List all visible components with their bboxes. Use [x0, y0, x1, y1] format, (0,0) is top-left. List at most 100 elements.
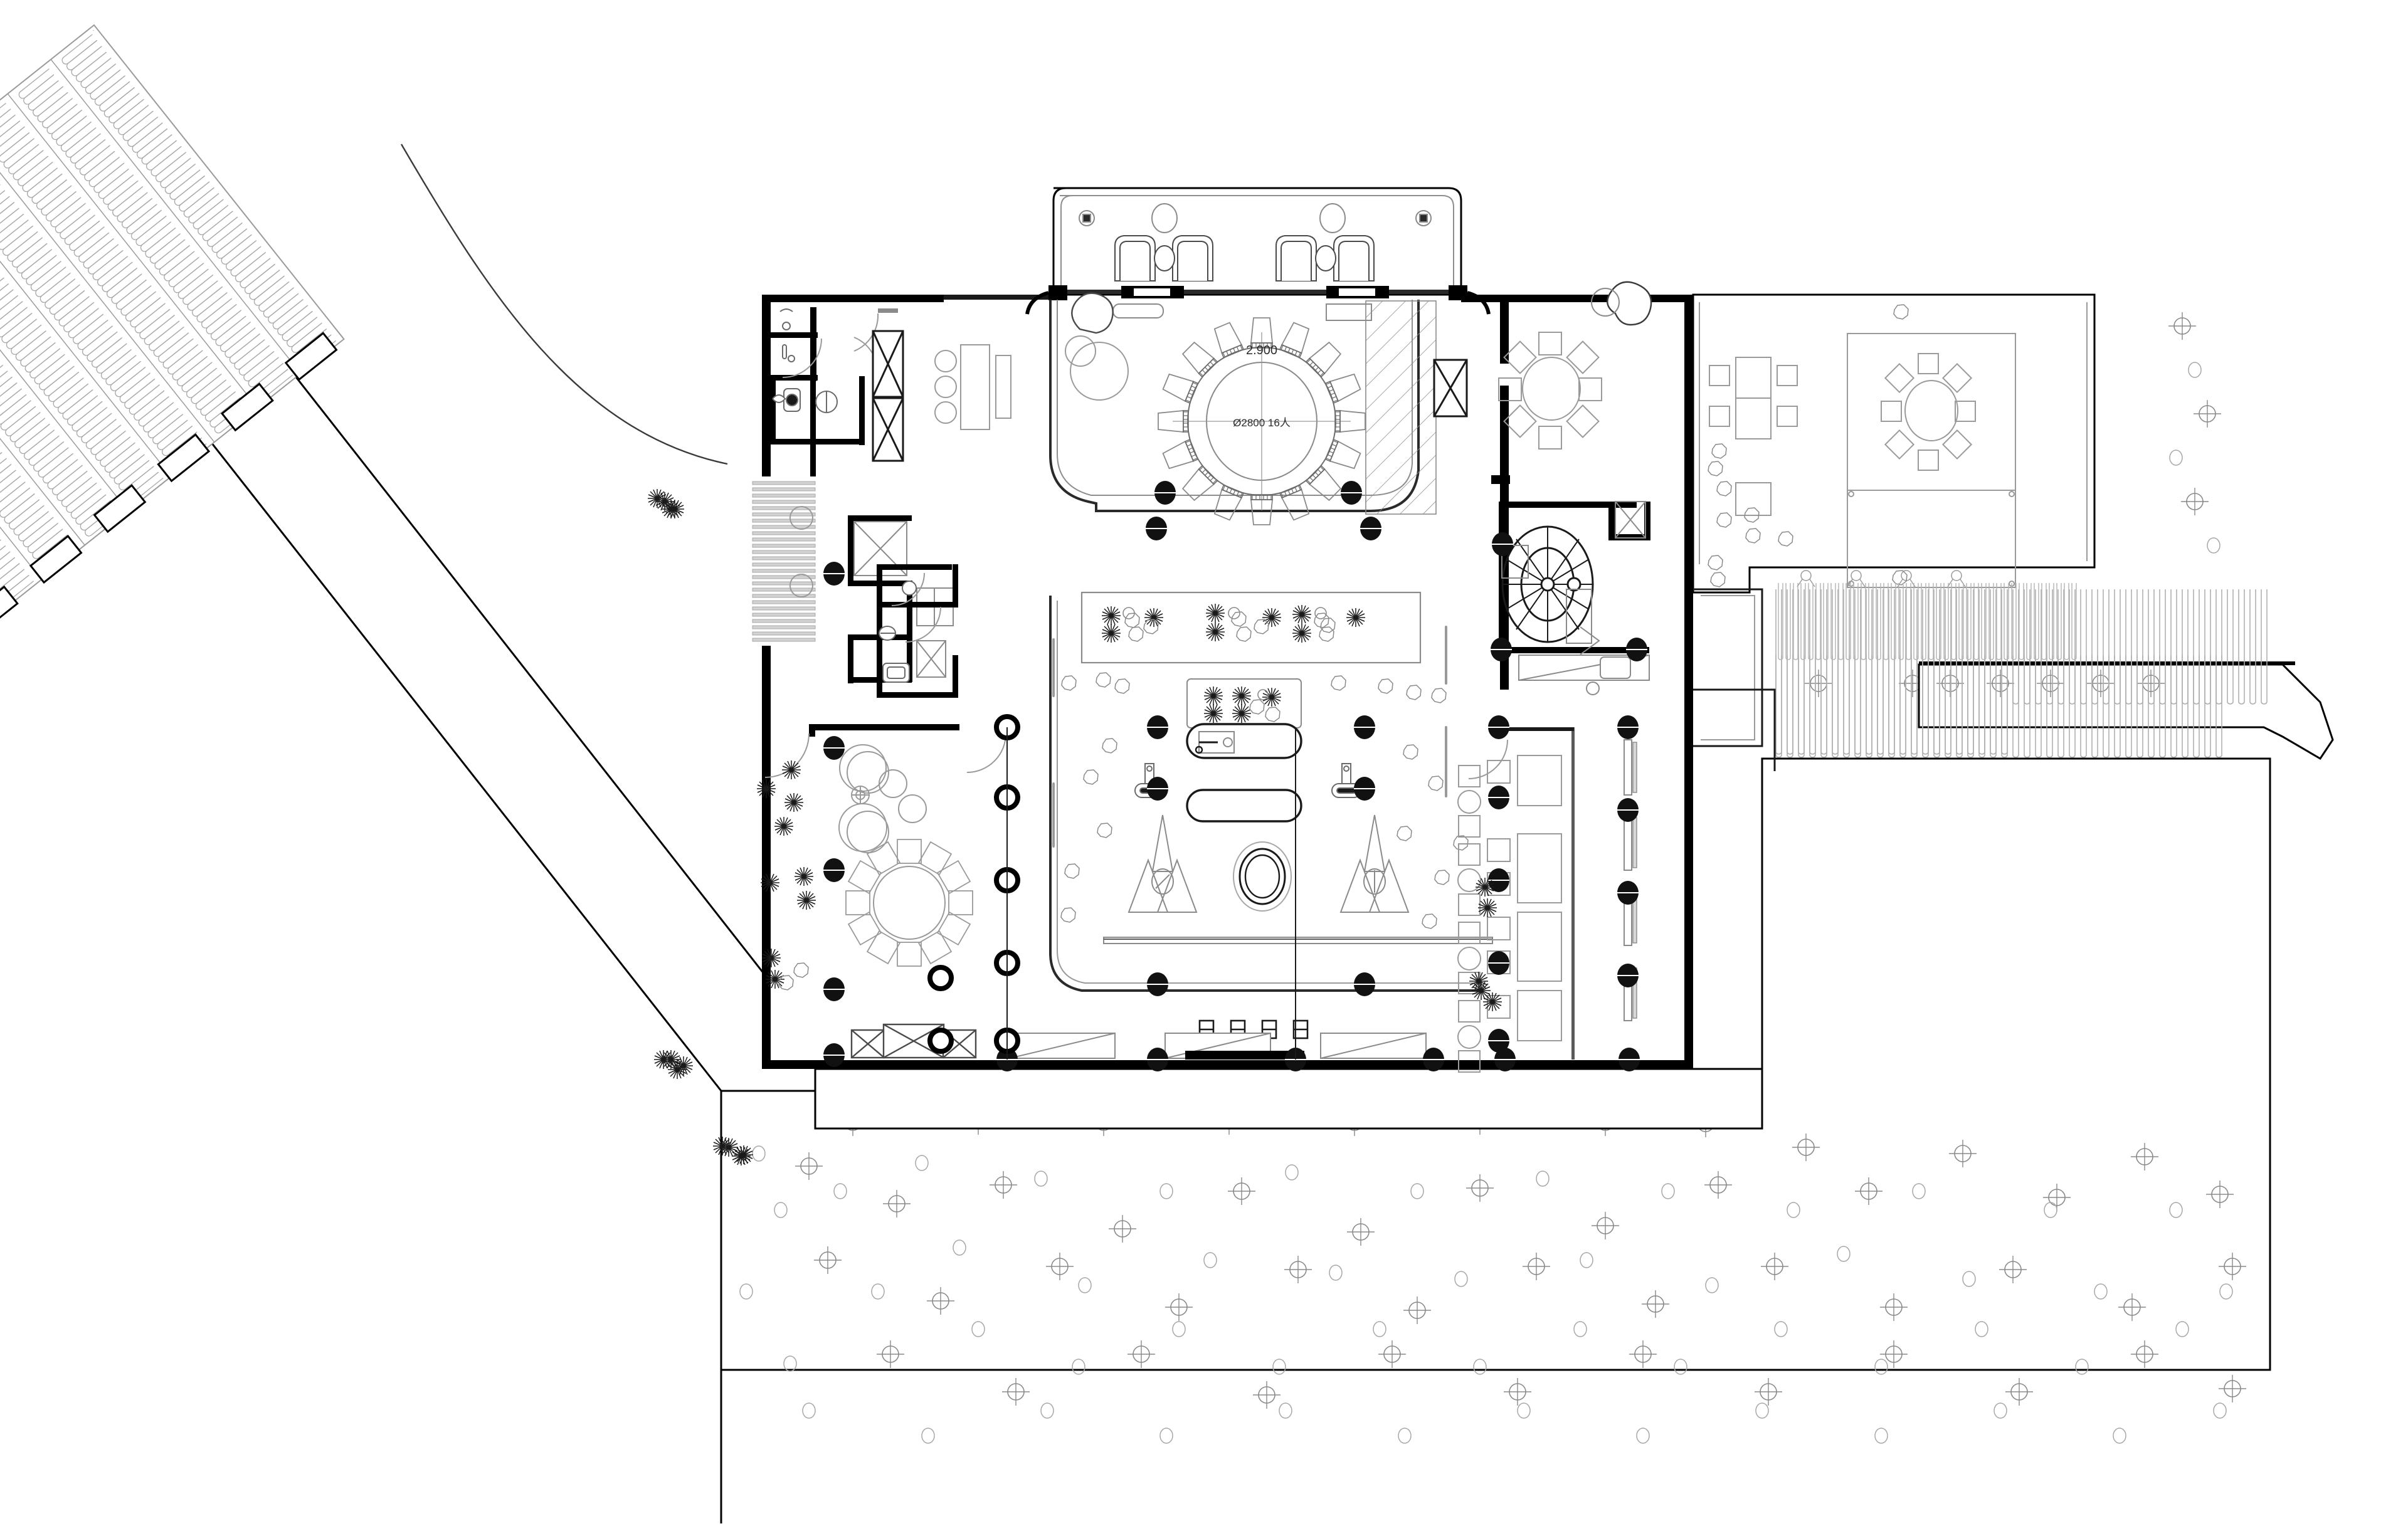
shrub-symbol: [1203, 686, 1223, 706]
louver-slat: [752, 506, 816, 510]
bar-seating-nook: [1065, 292, 1129, 401]
louver-slat: [752, 500, 816, 504]
shrub-symbol: [661, 499, 681, 519]
column-symbol: [1146, 715, 1169, 740]
dining-chair: [1213, 484, 1244, 521]
deck-slat: [2103, 655, 2110, 758]
pebble-symbol: [1072, 1359, 1085, 1375]
north-deck-slat: [1951, 583, 1956, 660]
shrub-symbol: [761, 948, 781, 968]
column-symbol-open: [930, 967, 951, 989]
courtyard-planter-center: [1186, 678, 1302, 729]
pebble-symbol: [1787, 1202, 1800, 1218]
north-deck-slat: [1988, 583, 1994, 660]
pebble-symbol: [1040, 1402, 1054, 1419]
column-symbol: [1617, 963, 1639, 988]
deck-slat: [2238, 589, 2245, 705]
dining-chair: [1279, 322, 1310, 359]
pebble-symbol: [871, 1283, 885, 1300]
deck-slat: [1843, 655, 1850, 758]
deck-slat: [2204, 655, 2211, 758]
column-symbol: [1422, 1047, 1445, 1072]
north-deck-slat: [1966, 583, 1972, 660]
shrub-symbol: [760, 873, 780, 893]
pebble-symbol: [752, 1145, 766, 1162]
shrub-symbol: [1292, 604, 1312, 624]
pebble-symbol: [1203, 1252, 1217, 1268]
pebble-symbol: [783, 1355, 797, 1372]
dining-chair: [1324, 439, 1361, 470]
pebble-symbol: [2213, 1402, 2227, 1419]
east-window: [1624, 739, 1637, 796]
shrub-symbol: [1144, 608, 1164, 628]
pebble-symbol: [1122, 607, 1135, 619]
dining-chair: [1181, 341, 1218, 378]
salon-chair: [897, 942, 922, 967]
salon-chair: [845, 890, 870, 915]
column-symbol: [1146, 776, 1169, 801]
north-deck-slat: [1861, 583, 1866, 660]
north-deck-slat: [1898, 583, 1904, 660]
pebble-symbol: [1329, 1265, 1343, 1281]
pebble-symbol: [774, 1202, 788, 1218]
pebble-symbol: [915, 1155, 929, 1171]
north-deck-slat: [1913, 583, 1919, 660]
downlight-symbol: [1797, 570, 1815, 587]
level-marker-label: 2.900: [1246, 344, 1277, 357]
shrub-symbol: [1475, 877, 1495, 897]
terrace-tuft: [214, 403, 250, 434]
pebble-symbol: [1874, 1359, 1888, 1375]
east-lounge-chair: [1591, 281, 1652, 326]
shrub-symbol: [1262, 608, 1282, 628]
north-deck-slat: [2041, 583, 2047, 660]
deck-slat: [2114, 655, 2121, 758]
louver-slat: [752, 512, 816, 517]
bar-counter: [934, 344, 1011, 430]
central-round-table: [1158, 317, 1366, 525]
pebble-symbol: [2113, 1428, 2126, 1444]
east-link: [1693, 588, 1776, 771]
deck-slat: [1854, 655, 1861, 758]
north-deck-slat: [1846, 583, 1851, 660]
courtyard-glazing: [1052, 626, 1447, 848]
column-symbol-open: [930, 1030, 951, 1051]
shrub-symbol: [1101, 606, 1121, 626]
deck-slat: [2080, 655, 2087, 758]
deck-slat: [1832, 655, 1839, 758]
pebble-symbol: [1517, 1402, 1531, 1419]
pebble-symbol: [1314, 607, 1327, 619]
salon-chair: [847, 911, 882, 946]
shrub-symbol: [796, 890, 816, 910]
north-deck-slat: [1928, 583, 1934, 660]
stone-basin: [1186, 723, 1302, 759]
north-deck-slat: [1943, 583, 1949, 660]
pebble-symbol: [1705, 1277, 1719, 1293]
deck-slat: [2091, 655, 2098, 758]
north-deck-slat: [1891, 583, 1896, 660]
salon-sideboard: [850, 1023, 977, 1059]
louver-slat: [752, 518, 816, 523]
pebble-symbol: [1912, 1183, 1926, 1199]
louver-slat: [752, 569, 816, 573]
tree-symbol: [1503, 1377, 1532, 1406]
louver-slat: [752, 575, 816, 579]
louver-slat: [752, 556, 816, 560]
north-deck-slat: [2026, 583, 2032, 660]
hatched-wall-mass: [1365, 300, 1437, 515]
pebble-symbol: [1279, 1402, 1292, 1419]
drive-curve: [400, 144, 728, 465]
column-symbol: [823, 561, 845, 586]
dining-chair: [1250, 317, 1273, 349]
north-deck-slat: [2019, 583, 2024, 660]
shrub-symbol: [1205, 622, 1225, 642]
pebble-symbol: [953, 1239, 966, 1256]
salon-chair: [866, 930, 901, 965]
louver-slat: [752, 619, 816, 623]
louver-slat: [752, 531, 816, 535]
deck-slat: [2159, 655, 2166, 758]
pebble-symbol: [2207, 537, 2221, 554]
shrub-symbol: [1469, 971, 1489, 991]
dining-chair: [1305, 465, 1342, 502]
salon-chair: [936, 911, 971, 946]
column-symbol: [1360, 516, 1382, 541]
